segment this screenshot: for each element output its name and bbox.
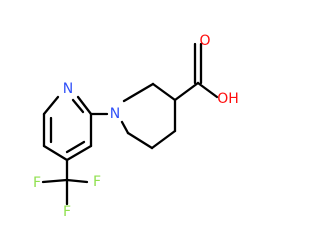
carboxylic-acid-group <box>173 42 219 102</box>
bond-c6-n1 <box>120 120 130 135</box>
bond-c2-n <box>76 95 93 116</box>
hydroxyl-label: OH <box>217 91 239 107</box>
bond-c2-c3 <box>151 82 177 102</box>
bond-c2-n-inner <box>71 98 85 114</box>
bond-c5-c4 <box>42 144 69 162</box>
piperidine-ring <box>120 82 177 150</box>
bond-c3-cooh <box>173 81 200 102</box>
bond-c4-c5 <box>150 129 177 150</box>
pyridine-ring <box>42 95 93 162</box>
piperidine-nitrogen-label: N <box>110 106 120 122</box>
bond-c4-c3-inner <box>65 140 86 154</box>
bond-n-c6 <box>42 95 60 116</box>
bond-c-f3 <box>65 178 89 184</box>
fluorine-1-label: F <box>33 175 41 191</box>
bond-c-f1 <box>41 178 69 184</box>
bond-c-oh <box>196 81 219 99</box>
bond-n1-c2 <box>122 82 155 103</box>
bond-c4-c3 <box>65 144 93 162</box>
structure-canvas: N N O OH F F F <box>33 33 239 220</box>
trifluoromethyl-group <box>41 158 89 206</box>
carbonyl-oxygen-label: O <box>199 33 210 49</box>
fluorine-3-label: F <box>93 174 101 190</box>
bond-c5-c6 <box>126 131 154 150</box>
pyridine-nitrogen-label: N <box>63 81 73 97</box>
molecule-structure: N N O OH F F F <box>33 33 239 220</box>
fluorine-2-label: F <box>63 204 71 220</box>
